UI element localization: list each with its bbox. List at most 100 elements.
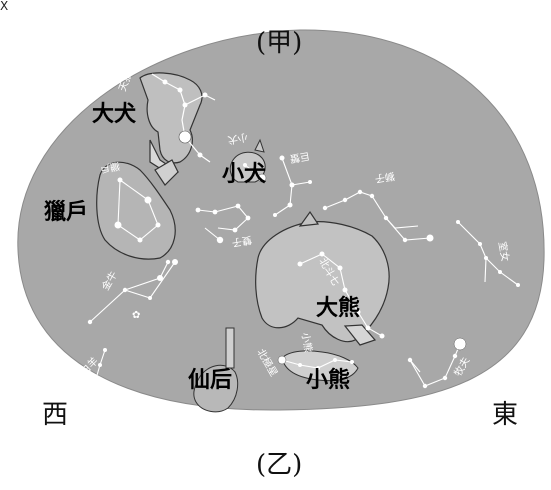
- star: [98, 363, 102, 367]
- procyon-star: [257, 173, 267, 183]
- star: [452, 353, 458, 359]
- star: [148, 296, 152, 300]
- star: [337, 265, 343, 271]
- corner-text: X: [0, 0, 9, 13]
- star: [316, 366, 320, 370]
- cassiopeia-figure: [193, 327, 239, 413]
- constellation-cassiopeia: 仙后: [188, 368, 233, 393]
- star: [383, 215, 389, 221]
- ursa-minor-figure: [281, 350, 359, 382]
- star: [197, 152, 203, 158]
- canis-major-stars: [162, 79, 208, 158]
- star: [287, 202, 293, 208]
- orion-lines: [117, 179, 159, 241]
- star: [350, 360, 354, 364]
- star: [498, 270, 502, 274]
- star: [137, 237, 143, 243]
- aldebaran-star: [157, 275, 163, 281]
- star: [279, 155, 285, 161]
- star: [407, 357, 413, 363]
- star: [333, 358, 337, 362]
- direction-east: 東: [492, 400, 519, 430]
- star: [195, 207, 201, 213]
- star: [298, 363, 302, 367]
- star: [369, 193, 375, 199]
- star: [212, 209, 218, 215]
- bootes-stars: [407, 337, 467, 389]
- constellation-orion: 獵戶: [44, 200, 89, 225]
- star: [357, 189, 363, 195]
- denebola-star: [426, 234, 434, 242]
- star: [243, 163, 247, 167]
- star: [422, 383, 428, 389]
- top-label: (甲): [256, 28, 303, 58]
- star: [342, 287, 348, 293]
- betelgeuse-star: [144, 196, 152, 204]
- aries-stars: [93, 348, 107, 384]
- cancer-leo-stars: [195, 203, 251, 244]
- star: [235, 203, 241, 209]
- bottom-label: (乙): [256, 450, 303, 480]
- star: [297, 261, 303, 267]
- constellation-canis-minor: 小犬: [222, 162, 267, 187]
- little-dipper-stars: [277, 355, 354, 370]
- star: [379, 333, 385, 339]
- star: [172, 259, 178, 265]
- star: [273, 213, 277, 217]
- big-dipper-stars: [297, 251, 385, 339]
- star: [177, 87, 183, 93]
- constellation-canis-major: 大犬: [92, 102, 137, 127]
- polaris-star: [277, 355, 287, 365]
- rigel-star: [114, 221, 122, 229]
- star: [456, 220, 460, 224]
- constellation-ursa-major: 大熊: [316, 296, 361, 321]
- star: [402, 237, 408, 243]
- pleiades-icon: ✿: [132, 310, 140, 321]
- star: [442, 375, 448, 381]
- orion-figure: [96, 159, 179, 260]
- direction-west: 西: [42, 400, 69, 430]
- star: [355, 309, 361, 315]
- star: [182, 102, 188, 108]
- star: [484, 256, 488, 260]
- cancer-leo-lines: [197, 205, 249, 241]
- orion-stars: [114, 177, 161, 243]
- small-label-shizi: 獅子: [374, 169, 396, 185]
- regulus-star: [216, 236, 224, 244]
- star: [478, 242, 482, 246]
- star: [103, 348, 107, 352]
- small-label-juxie: 巨蟹: [289, 149, 311, 165]
- star: [308, 180, 312, 184]
- small-label-shinu: 室女: [496, 241, 512, 263]
- small-label-liehu: 獵戶: [99, 159, 121, 175]
- arcturus-star: [453, 337, 467, 351]
- star: [319, 251, 325, 257]
- star: [245, 215, 251, 221]
- sirius-star: [178, 130, 192, 144]
- small-label-shuangzi: 雙子: [231, 233, 253, 249]
- constellation-ursa-minor: 小熊: [306, 368, 351, 393]
- star: [155, 222, 161, 228]
- gemini-lines: [274, 157, 311, 216]
- taurus-stars: [87, 259, 178, 325]
- star: [87, 319, 93, 325]
- gemini-stars: [273, 155, 312, 217]
- leo-stars: [322, 189, 434, 243]
- star: [162, 79, 168, 85]
- virgo-stars: [456, 220, 520, 287]
- star: [202, 92, 208, 98]
- star: [232, 227, 238, 233]
- sky-disk: [17, 29, 545, 411]
- star: [117, 177, 123, 183]
- small-label-xiaoquan: 小犬: [227, 131, 249, 147]
- star: [289, 182, 295, 188]
- small-label-xiaoxiong: 小熊: [299, 331, 315, 353]
- star: [122, 287, 128, 293]
- star: [516, 283, 520, 287]
- star: [365, 325, 371, 331]
- star: [322, 205, 328, 211]
- star: [93, 380, 97, 384]
- star: [165, 259, 171, 265]
- star: [342, 197, 348, 203]
